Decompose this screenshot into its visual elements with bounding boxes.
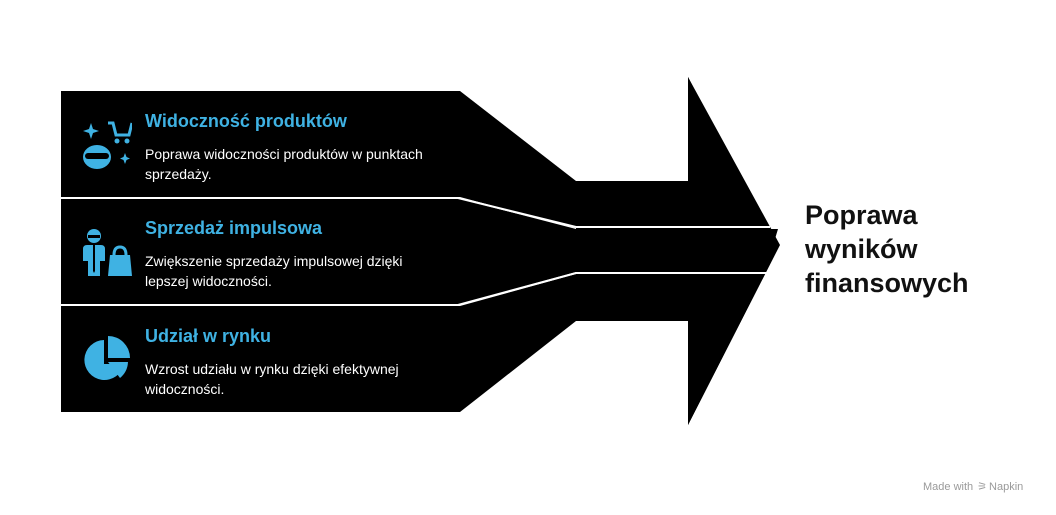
item-description: Wzrost udziału w rynku dzięki efektywnej…: [145, 361, 399, 397]
shopping-cart-sparkle-icon: [83, 121, 132, 169]
shopper-with-bag-icon: [83, 229, 132, 276]
napkin-logo-icon: ⚞: [977, 481, 988, 493]
item-title: Widoczność produktów: [145, 111, 347, 131]
item-impulse-sales: Sprzedaż impulsowa Zwiększenie sprzedaży…: [0, 199, 460, 299]
divider-line-top: [61, 197, 770, 228]
result-title: Poprawa wyników finansowych: [805, 200, 969, 298]
item-market-share: Udział w rynku Wzrost udziału w rynku dz…: [0, 306, 460, 406]
item-title: Sprzedaż impulsowa: [145, 218, 323, 238]
made-with-napkin-credit[interactable]: Made with⚞Napkin: [923, 480, 1023, 493]
arrow-shaft: [576, 181, 696, 321]
arrow-head: [688, 77, 780, 425]
item-title: Udział w rynku: [145, 326, 272, 346]
item-description: Poprawa widoczności produktów w punktach…: [145, 146, 423, 182]
item-product-visibility: Widoczność produktów Poprawa widoczności…: [0, 91, 460, 191]
divider-line-bottom: [61, 272, 770, 306]
credit-prefix: Made with: [923, 481, 974, 493]
arrow-band-middle: [61, 199, 778, 304]
pie-chart-icon: [84, 336, 130, 380]
item-description: Zwiększenie sprzedaży impulsowej dzięki …: [145, 253, 403, 289]
credit-brand: Napkin: [989, 481, 1024, 493]
